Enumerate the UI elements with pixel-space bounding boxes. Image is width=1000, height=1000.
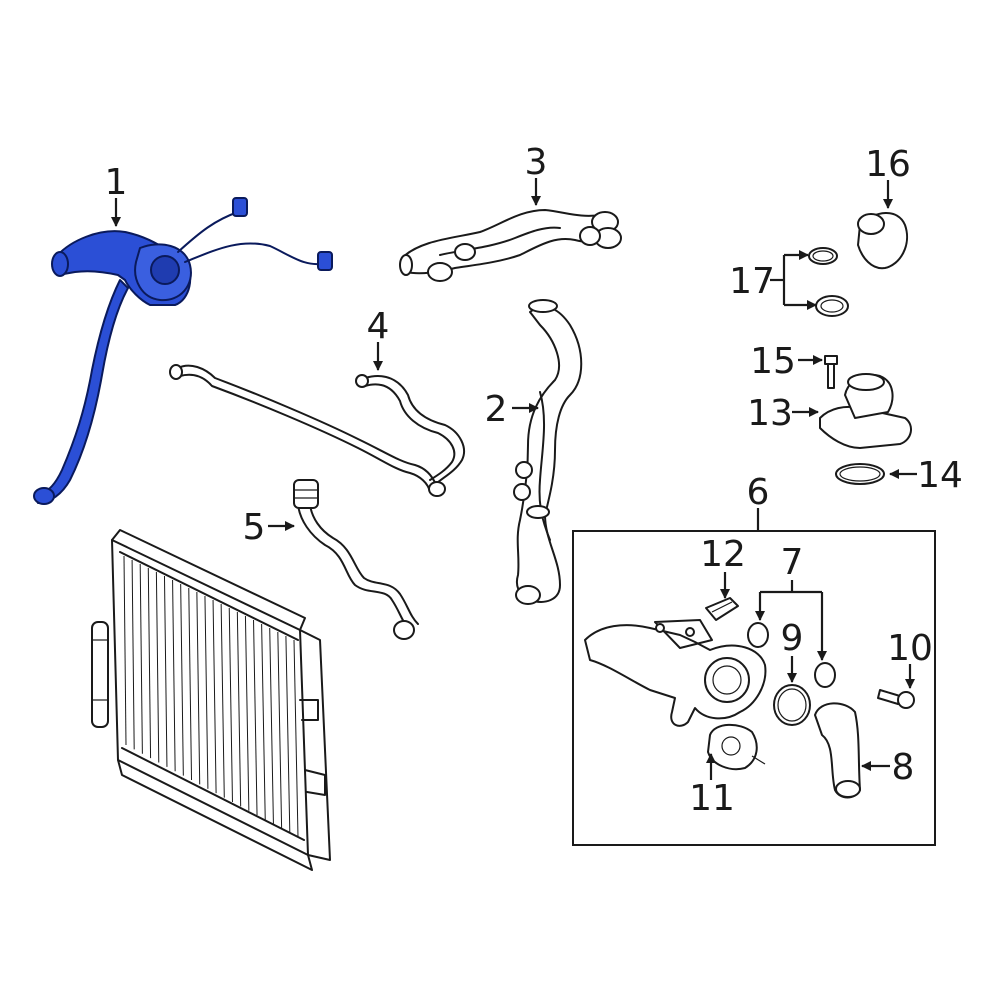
callout-12: 12	[700, 534, 746, 575]
part-5-hose[interactable]	[293, 479, 419, 640]
radiator-fin	[277, 631, 283, 829]
radiator-fin	[188, 587, 193, 781]
callout-17: 17	[729, 261, 775, 302]
callout-13: 13	[747, 393, 793, 434]
radiator-fin	[212, 599, 217, 794]
radiator-fin	[123, 555, 127, 746]
part-15-bolt[interactable]	[824, 355, 838, 389]
radiator-fin	[131, 559, 135, 750]
callout-15: 15	[750, 341, 796, 382]
part-4-bypass-hose[interactable]	[169, 364, 465, 497]
callout-16: 16	[865, 144, 911, 185]
callout-7: 7	[781, 542, 804, 583]
radiator-fin	[196, 591, 201, 785]
radiator-fin	[155, 571, 160, 763]
callout-labels: 1 3 4 2 5 16 17 15 13 14 6 12 7 9 10 8 1…	[105, 142, 963, 819]
radiator-fins	[123, 555, 299, 838]
part-6-thermostat-housing[interactable]	[584, 619, 767, 727]
callout-2: 2	[485, 389, 508, 430]
inset-frame	[572, 530, 936, 846]
part-11-thermostat[interactable]	[707, 723, 766, 771]
part-12-sensor[interactable]	[705, 597, 739, 621]
radiator-fin	[228, 607, 233, 802]
part-14-seal[interactable]	[835, 463, 885, 485]
part-16-hose[interactable]	[857, 212, 908, 270]
part-10-bolt[interactable]	[877, 689, 915, 709]
callout-5: 5	[243, 507, 266, 548]
radiator-fin	[147, 567, 152, 759]
part-2-upper-hose[interactable]	[513, 299, 583, 605]
radiator-fin	[220, 603, 225, 798]
radiator-fin	[285, 635, 291, 833]
radiator-fin	[253, 619, 258, 816]
radiator-fin	[261, 623, 266, 820]
radiator-fin	[180, 583, 184, 776]
radiator-fin	[163, 575, 168, 767]
radiator[interactable]	[111, 529, 331, 871]
callout-14: 14	[917, 455, 963, 496]
callout-1: 1	[105, 162, 128, 203]
callout-4: 4	[367, 306, 390, 347]
radiator-fin	[244, 615, 250, 811]
callout-6: 6	[747, 472, 770, 513]
callout-8: 8	[892, 747, 915, 788]
part-13-outlet-housing[interactable]	[819, 373, 912, 449]
part-3-coolant-pipe[interactable]	[399, 209, 622, 282]
radiator-fin	[269, 627, 274, 824]
part-8-outlet-pipe[interactable]	[814, 702, 861, 799]
callout-10: 10	[887, 628, 933, 669]
callout-9: 9	[781, 618, 804, 659]
leader-lines	[111, 178, 917, 780]
radiator-fin	[172, 579, 176, 772]
part-17-clamps[interactable]	[808, 247, 849, 317]
radiator-fin	[293, 639, 299, 838]
part-7-o-rings[interactable]	[747, 622, 836, 688]
radiator-fin	[204, 595, 209, 789]
part-9-seal[interactable]	[773, 684, 811, 726]
part-1-hose-assembly[interactable]	[33, 197, 333, 505]
radiator-fin	[236, 611, 242, 807]
callout-3: 3	[525, 142, 548, 183]
radiator-fin	[139, 563, 143, 754]
radiator-side-tank	[91, 621, 326, 796]
callout-11: 11	[689, 778, 735, 819]
